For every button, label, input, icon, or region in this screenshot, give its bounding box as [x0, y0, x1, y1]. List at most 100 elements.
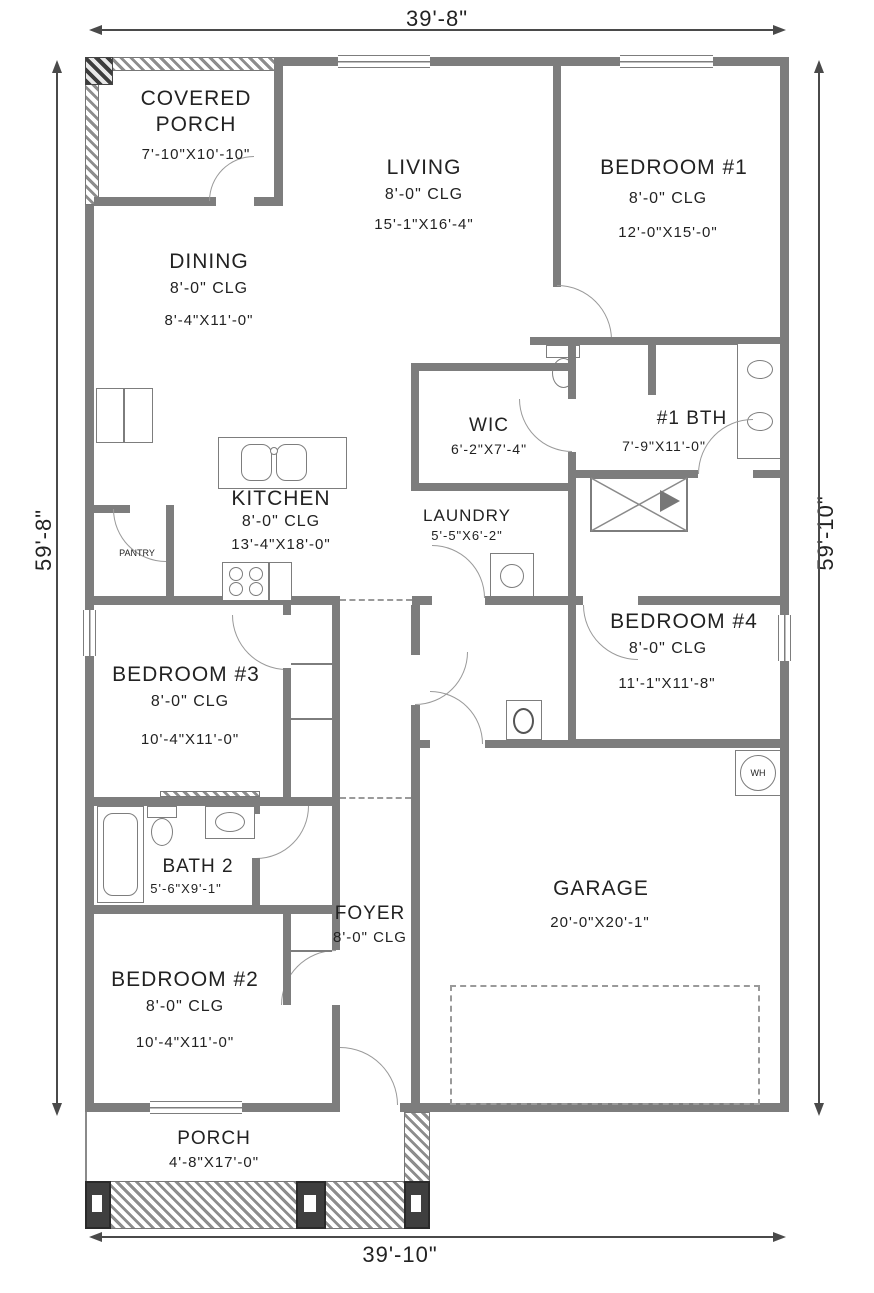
room-label-bath2: BATH 2: [162, 856, 234, 877]
wall-wic-top: [411, 363, 576, 371]
room-size-laundry: 5'-5"X6'-2": [431, 528, 503, 543]
wall-bath1-top: [530, 337, 789, 345]
wall-living-bedroom1: [553, 57, 561, 287]
arrow-icon: [52, 60, 62, 73]
porch-top-wall-hatched: [85, 57, 283, 71]
attic-access-marker: [660, 490, 680, 512]
room-size-bedroom3: 10'-4"X11'-0": [140, 731, 240, 748]
wall-outer-bottom-right: [400, 1103, 789, 1112]
washer-drum-icon: [500, 564, 524, 588]
room-size-bedroom2: 10'-4"X11'-0": [135, 1034, 235, 1051]
arrow-icon: [89, 1232, 102, 1242]
wall-bedroom4-left: [568, 605, 576, 747]
toilet-bowl-bath2: [151, 818, 173, 846]
dimension-line-top: [95, 29, 777, 31]
room-size-bedroom4: 11'-1"X11'-8": [618, 675, 716, 692]
room-size-kitchen: 13'-4"X18'-0": [231, 536, 331, 553]
arrow-icon: [89, 25, 102, 35]
closet-shelf-line: [291, 718, 332, 720]
sink-bath2: [215, 812, 245, 832]
toilet-tank-bath2: [147, 806, 177, 818]
wall-pantry-top: [93, 505, 130, 513]
window-bedroom4: [778, 615, 791, 661]
wall-bedroom2-closet: [283, 914, 291, 1005]
refrigerator-door-line: [123, 388, 125, 443]
wall-bedroom3-right: [283, 668, 291, 800]
room-size-wic: 6'-2"X7'-4": [450, 441, 528, 457]
room-size-bath1: 7'-9"X11'-0": [622, 438, 706, 454]
bath2-tile-hatch: [160, 791, 260, 797]
door-arc-bedroom3: [232, 615, 287, 670]
room-label-bedroom4: BEDROOM #4: [610, 610, 758, 633]
wall-hall-left-b: [411, 705, 420, 740]
door-arc-bath2: [256, 806, 309, 859]
wall-porch-bottom-stub: [254, 197, 283, 206]
arrow-icon: [773, 1232, 786, 1242]
garage-door-outline: [450, 985, 760, 1105]
wall-foyer-left-b: [332, 1005, 340, 1103]
burner-icon: [249, 567, 263, 581]
room-clg-bedroom2: 8'-0" CLG: [145, 998, 225, 1015]
porch-column-hatch: [404, 1112, 430, 1183]
tub-inner-bath2: [103, 813, 138, 896]
wall-garage-left: [411, 748, 420, 1103]
water-heater-icon: [740, 755, 776, 791]
arrow-icon: [814, 1103, 824, 1116]
wall-foyer-left-a: [332, 605, 340, 950]
wall-bath2-right: [252, 858, 260, 914]
room-label-bedroom3: BEDROOM #3: [112, 663, 260, 686]
arrow-icon: [52, 1103, 62, 1116]
wall-outer-left: [85, 205, 94, 1112]
room-clg-bedroom1: 8'-0" CLG: [628, 190, 708, 207]
wall-bath1-bottom-stub: [753, 470, 789, 478]
sink-bath1-a: [747, 360, 773, 379]
window-bedroom2: [150, 1101, 242, 1114]
dimension-bottom: 39'-10": [362, 1242, 438, 1267]
room-size-bath2: 5'-6"X9'-1": [150, 881, 222, 896]
room-label-laundry: LAUNDRY: [423, 506, 511, 525]
room-clg-living: 8'-0" CLG: [384, 186, 464, 203]
wall-wic-right-lower: [568, 452, 576, 491]
room-size-porch: 4'-8"X17'-0": [168, 1154, 260, 1171]
porch-step-hatch: [85, 1181, 430, 1229]
wall-garage-top-a: [411, 740, 430, 748]
room-clg-bedroom3: 8'-0" CLG: [150, 693, 230, 710]
opening-kitchen-hall: [340, 599, 412, 601]
porch-corner-post: [85, 57, 113, 85]
wall-pantry-right: [166, 505, 174, 597]
wall-bedroom3-right-stub: [283, 605, 291, 615]
wall-kitchen-bottom: [93, 596, 340, 605]
wall-wic-right-upper: [568, 337, 576, 399]
burner-icon: [229, 567, 243, 581]
room-size-bedroom1: 12'-0"X15'-0": [618, 224, 718, 241]
water-heater-label: WH: [750, 768, 766, 778]
room-label-covered-porch: COVERED PORCH: [140, 87, 252, 137]
closet-shelf-line: [291, 663, 332, 665]
room-label-foyer: FOYER: [334, 903, 406, 924]
porch-post: [85, 1181, 111, 1229]
door-arc-front-entry: [340, 1047, 398, 1105]
window-bedroom3: [83, 610, 96, 656]
wall-bedroom4-top: [638, 596, 789, 605]
window-living: [338, 55, 430, 68]
room-label-porch: PORCH: [177, 1128, 251, 1149]
room-label-wic: WIC: [469, 415, 509, 436]
room-clg-foyer: 8'-0" CLG: [333, 929, 407, 946]
room-clg-kitchen: 8'-0" CLG: [241, 513, 321, 530]
wall-bedroom3-bottom: [93, 797, 340, 806]
wall-laundry-bottom-b: [485, 596, 583, 605]
dimension-line-left: [56, 72, 58, 1104]
wall-laundry-bottom-a: [412, 596, 432, 605]
porch-post: [404, 1181, 430, 1229]
room-label-garage: GARAGE: [553, 877, 649, 900]
door-arc-bedroom1: [557, 285, 612, 340]
room-label-pantry: PANTRY: [119, 548, 155, 558]
wall-laundry-top: [411, 483, 576, 491]
opening-foyer: [340, 797, 411, 799]
room-clg-dining: 8'-0" CLG: [169, 280, 249, 297]
wall-hall-left-a: [411, 605, 420, 655]
burner-icon: [249, 582, 263, 596]
room-size-dining: 8'-4"X11'-0": [164, 312, 254, 329]
arrow-icon: [773, 25, 786, 35]
